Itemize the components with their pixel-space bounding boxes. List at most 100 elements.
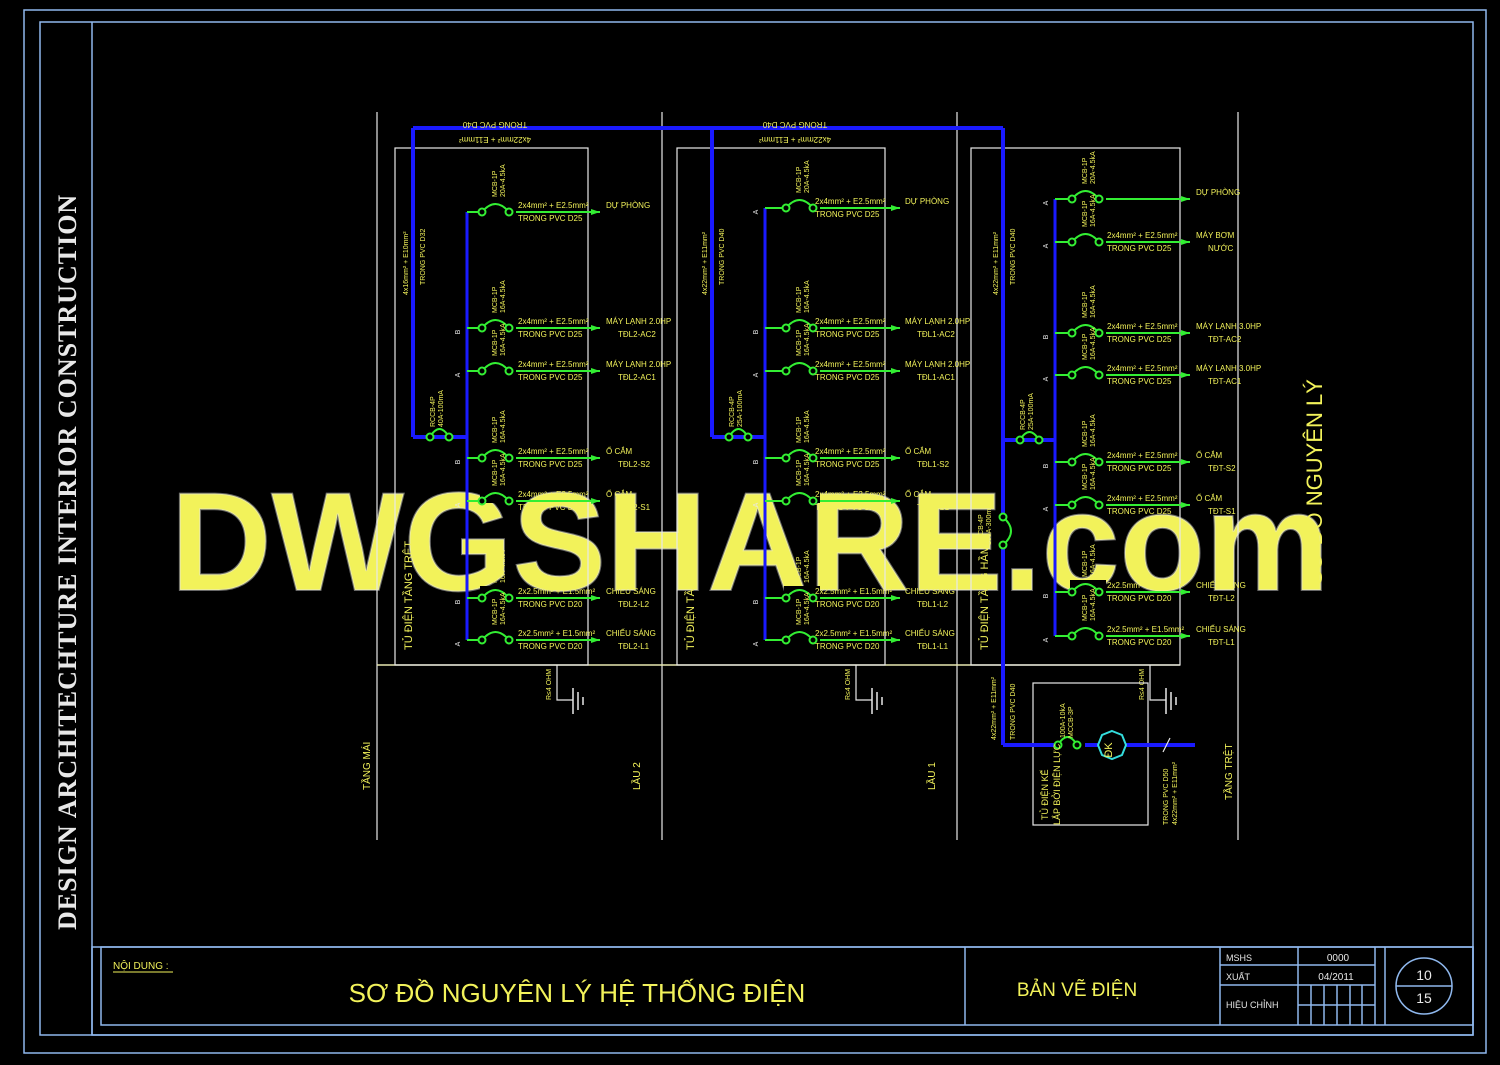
conduit-spec: TRONG PVC D25	[815, 210, 880, 219]
cable-spec: 2x2.5mm² + E1.5mm²	[518, 587, 595, 596]
breaker-type: MCB-1P	[796, 556, 803, 583]
meter-icon	[1096, 729, 1128, 761]
rccb-type: RCCB-4P	[1020, 399, 1027, 430]
panel-name: TỦ ĐIỆN TẦNG TRỆT	[402, 541, 415, 650]
load-name: CHIẾU SÁNG	[606, 586, 656, 596]
panel-name: TỦ ĐIỆN TẦNG TRỆT	[684, 541, 697, 650]
breaker-rating: 20A-4.5kA	[804, 160, 811, 193]
main-feeder-conduit: TRONG PVC D40	[762, 120, 827, 129]
circuit-code: TĐT-AC1	[1208, 377, 1242, 386]
circuit-code: TĐT-L1	[1208, 638, 1235, 647]
breaker-rating: 16A-4.5kA	[804, 592, 811, 625]
conduit-spec: TRONG PVC D20	[815, 600, 880, 609]
cable-spec: 2x4mm² + E2.5mm²	[518, 447, 589, 456]
breaker-rating: 16A-4.5kA	[804, 410, 811, 443]
rccb-rating: 25A-100mA	[737, 390, 744, 427]
drawing-title-vertical: SƠ ĐỒ NGUYÊN LÝ	[1302, 379, 1327, 585]
arrow-icon	[591, 595, 600, 601]
cable-spec: 2x2.5mm² + E1.5mm²	[815, 629, 892, 638]
conduit-spec: TRONG PVC D20	[518, 600, 583, 609]
load-name: MÁY LẠNH 2.0HP	[905, 317, 970, 326]
ground-electrode: R≤4 OHM	[546, 665, 584, 714]
circuit-code: TĐL1-S1	[917, 503, 950, 512]
conduit-spec: TRONG PVC D20	[1107, 638, 1172, 647]
cable-spec: 2x4mm² + E2.5mm²	[815, 447, 886, 456]
conduit-spec: TRONG PVC D20	[815, 642, 880, 651]
breaker-terminal	[1067, 587, 1077, 597]
arrow-icon	[591, 209, 600, 215]
circuit-code: TĐL1-AC2	[917, 330, 955, 339]
feeder-cable: 4x22mm² + E11mm²	[993, 231, 1000, 295]
breaker-rating: 20A-4.5kA	[500, 164, 507, 197]
circuit-code: TĐL1-S2	[917, 460, 950, 469]
conduit-spec: TRONG PVC D25	[1107, 335, 1172, 344]
breaker-type: MCB-1P	[1082, 594, 1089, 621]
phase-label: B	[753, 599, 760, 604]
total-sheets: 15	[1416, 990, 1432, 1006]
arrow-icon	[1181, 502, 1190, 508]
phase-label: A	[753, 372, 760, 377]
cable-spec: 2x4mm² + E2.5mm²	[815, 317, 886, 326]
breaker-terminal	[1015, 435, 1025, 445]
arrow-icon	[891, 595, 900, 601]
arrow-icon	[591, 498, 600, 504]
circuit-code: TĐT-L2	[1208, 594, 1235, 603]
breaker-terminal	[998, 540, 1008, 550]
breaker-type: MCB-1P	[492, 556, 499, 583]
feeder-cable: 4x22mm² + E11mm²	[702, 231, 709, 295]
load-name: Ổ CẮM	[905, 447, 932, 456]
conduit-spec: TRONG PVC D25	[518, 330, 583, 339]
breaker-rating: 16A-4.5kA	[500, 323, 507, 356]
cable-spec: 2x4mm² + E2.5mm²	[1107, 451, 1178, 460]
breaker-rating: 16A-4.5kA	[804, 323, 811, 356]
circuit-code: TĐL2-S1	[618, 503, 651, 512]
arrow-icon	[891, 455, 900, 461]
conduit-spec: TRONG PVC D25	[518, 214, 583, 223]
breaker-terminal	[477, 207, 487, 217]
incoming-conduit: TRONG PVC D50	[1163, 768, 1170, 825]
breaker-terminal	[781, 366, 791, 376]
rccb-rating: 40A-100mA	[438, 390, 445, 427]
breaker-type: MCB-1P	[492, 170, 499, 197]
floor-label: TẦNG MÁI	[360, 742, 373, 790]
breaker-terminal	[781, 593, 791, 603]
conduit-spec: TRONG PVC D25	[815, 330, 880, 339]
drawing-title: SƠ ĐỒ NGUYÊN LÝ HỆ THỐNG ĐIỆN	[349, 978, 806, 1008]
phase-label: A	[455, 502, 462, 507]
breaker-terminal	[504, 323, 514, 333]
phase-label: B	[753, 459, 760, 464]
drawing-frame	[23, 9, 1487, 1054]
arrow-icon	[1181, 196, 1190, 202]
conduit-spec: TRONG PVC D25	[815, 373, 880, 382]
breaker-rating: 16A-4.5kA	[1090, 194, 1097, 227]
load-name: Ổ CẮM	[1196, 451, 1223, 460]
conduit-spec: TRONG PVC D25	[1107, 377, 1172, 386]
breaker-terminal	[1094, 370, 1104, 380]
phase-label: B	[455, 459, 462, 464]
cable-spec: 2x4mm² + E2.5mm²	[815, 490, 886, 499]
cable-spec: 2x2.5mm² + E1.5mm²	[1107, 581, 1184, 590]
arrow-icon	[1181, 589, 1190, 595]
breaker-type: MCB-1P	[1082, 291, 1089, 318]
mshs-label: MSHS	[1226, 953, 1252, 963]
load-name: CHIẾU SÁNG	[905, 628, 955, 638]
arrow-icon	[1181, 459, 1190, 465]
incoming-cable: 4x22mm² + E11mm²	[1172, 761, 1179, 825]
circuit-code: TĐT-S1	[1208, 507, 1236, 516]
breaker-terminal	[724, 432, 734, 442]
breaker-type: MCB-1P	[492, 459, 499, 486]
breaker-rating: 16A-4.5kA	[804, 280, 811, 313]
load-name: CHIẾU SÁNG	[606, 628, 656, 638]
ground-label: R≤4 OHM	[1139, 669, 1146, 700]
breaker-type: MCB-1P	[492, 416, 499, 443]
